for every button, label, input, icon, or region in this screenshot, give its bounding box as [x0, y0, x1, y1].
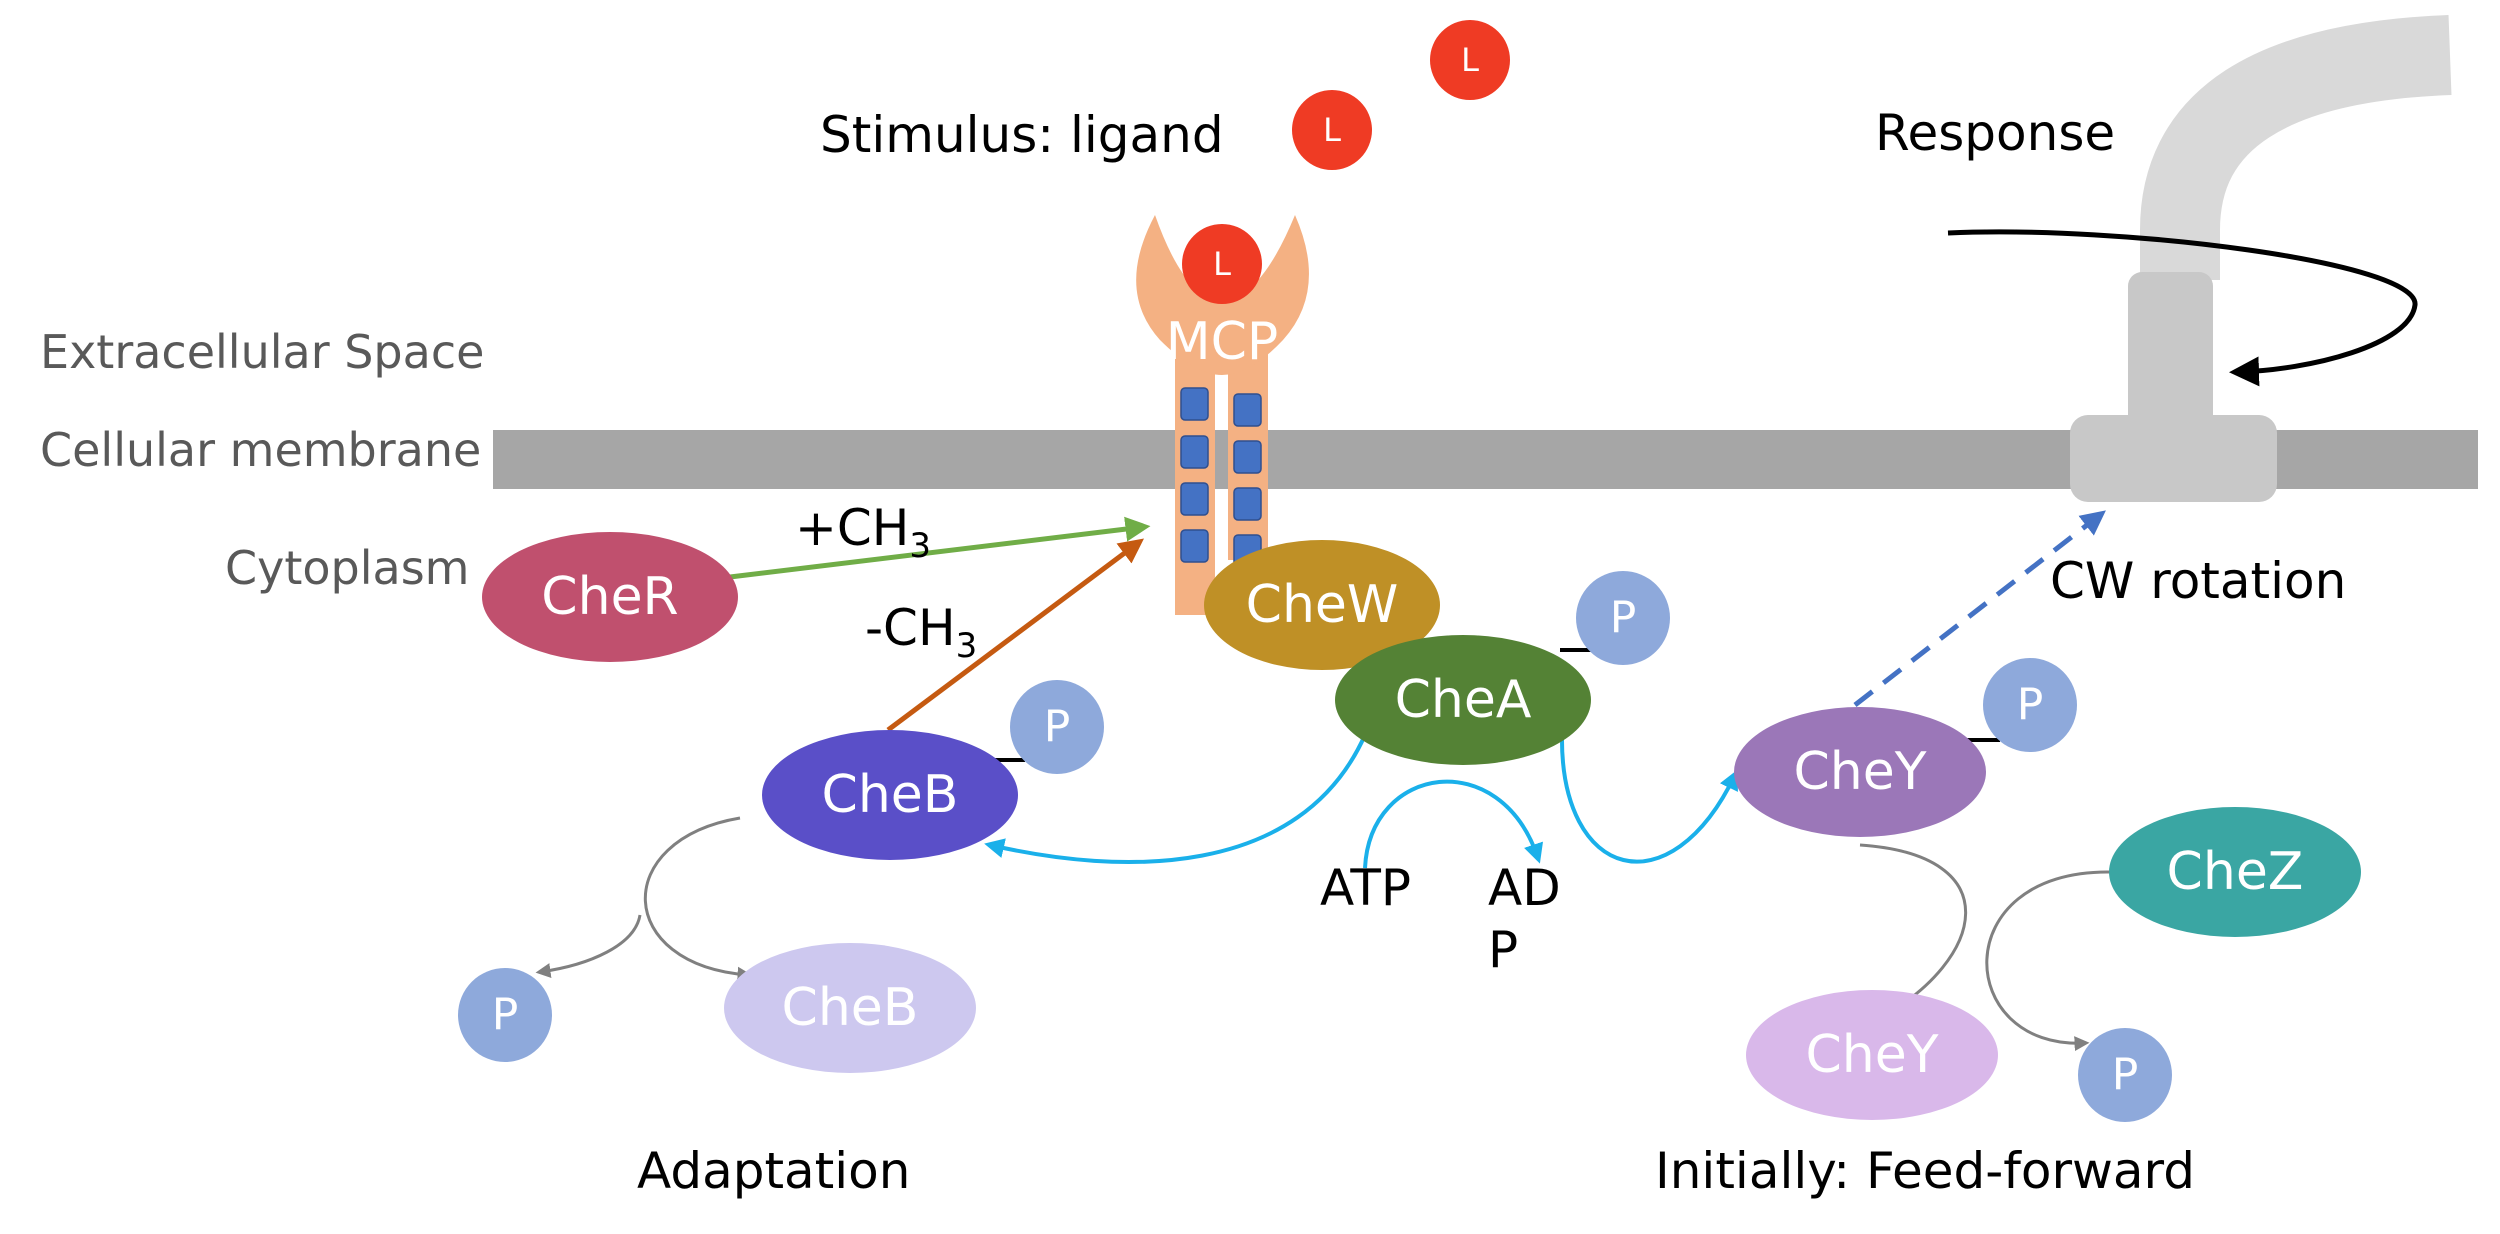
demethylation-arrow — [886, 538, 1145, 733]
methylation-arrow — [729, 516, 1151, 580]
cheb-phospho-protein: CheB — [762, 730, 1025, 860]
ligand-free: L — [1292, 90, 1372, 170]
mcp-stalk-left — [1175, 345, 1215, 615]
chey-label: CheY — [1793, 742, 1926, 802]
phosphate-label: P — [1610, 593, 1637, 644]
motor-stalk — [2128, 272, 2213, 450]
phosphate-chea: P — [1576, 571, 1670, 665]
phosphotransfer-to-cheb — [984, 734, 1367, 865]
cheb-protein: CheB — [724, 943, 976, 1073]
ligand-label: L — [1461, 41, 1479, 79]
chew-protein: CheW — [1204, 540, 1440, 670]
adaptation-label: Adaptation — [637, 1142, 910, 1200]
chey-dephospho-arrow — [1859, 843, 1968, 1021]
phosphate-release-arrow — [535, 914, 642, 978]
atp-label: ATP — [1320, 859, 1411, 917]
phosphate-released-cheb: P — [458, 968, 552, 1062]
flagellum-hook — [2140, 15, 2452, 280]
feed-forward-label: Initially: Feed-forward — [1655, 1142, 2195, 1200]
phosphate-released-chey: P — [2078, 1028, 2172, 1122]
rotation-arrow — [1947, 229, 2418, 387]
methyl-site — [1180, 482, 1209, 516]
phosphate-label: P — [2112, 1050, 2139, 1101]
phosphate-label: P — [492, 990, 519, 1041]
mcp-label: MCP — [1166, 312, 1279, 372]
ligand-bound: L — [1182, 224, 1262, 304]
cytoplasm-label: Cytoplasm — [225, 541, 469, 595]
methyl-site — [1180, 387, 1209, 421]
phosphate-label: P — [1044, 702, 1071, 753]
chez-label: CheZ — [2167, 842, 2304, 902]
methyl-site — [1180, 529, 1209, 563]
methyl-site — [1180, 435, 1209, 469]
mcp-head — [1136, 215, 1309, 375]
cw-rotation-label: CW rotation — [2050, 552, 2346, 610]
extracellular-label: Extracellular Space — [40, 325, 484, 379]
methyl-site — [1233, 440, 1262, 474]
response-label: Response — [1875, 104, 2115, 162]
methyl-add-label: +CH3 — [795, 499, 931, 566]
methyl-site — [1233, 487, 1262, 521]
phosphate-chey: P — [1983, 658, 2077, 752]
cheb-dephospho-arrow — [643, 816, 753, 982]
cheb-label: CheB — [822, 765, 959, 825]
phosphate-label: P — [2017, 680, 2044, 731]
membrane-label: Cellular membrane — [40, 423, 481, 477]
chey-phospho-protein: CheY — [1734, 707, 2000, 837]
chez-action-arrow — [1985, 870, 2111, 1052]
atp-to-adp-arrow — [1363, 779, 1543, 869]
chew-label: CheW — [1246, 575, 1399, 635]
phosphate-cheb: P — [1010, 680, 1104, 774]
ligand-free: L — [1430, 20, 1510, 100]
cher-label: CheR — [541, 567, 678, 627]
chez-protein: CheZ — [2109, 807, 2361, 937]
phosphotransfer-to-chey — [1559, 734, 1738, 864]
chey-signal-arrow — [1853, 510, 2106, 707]
methyl-site — [1233, 393, 1262, 427]
flagellar-motor — [1947, 15, 2452, 387]
ligand-label: L — [1213, 245, 1231, 283]
chey-dephospho-label: CheY — [1805, 1025, 1938, 1085]
stimulus-label: Stimulus: ligand — [820, 106, 1224, 164]
motor-body — [2070, 272, 2277, 502]
chey-protein: CheY — [1746, 990, 1998, 1120]
cheb-dephospho-label: CheB — [782, 978, 919, 1038]
motor-base — [2070, 415, 2277, 502]
chea-label: CheA — [1395, 670, 1532, 730]
methyl-remove-label: -CH3 — [865, 599, 977, 666]
chea-protein: CheA — [1335, 635, 1595, 765]
ligand-label: L — [1323, 111, 1341, 149]
cher-protein: CheR — [482, 532, 738, 662]
